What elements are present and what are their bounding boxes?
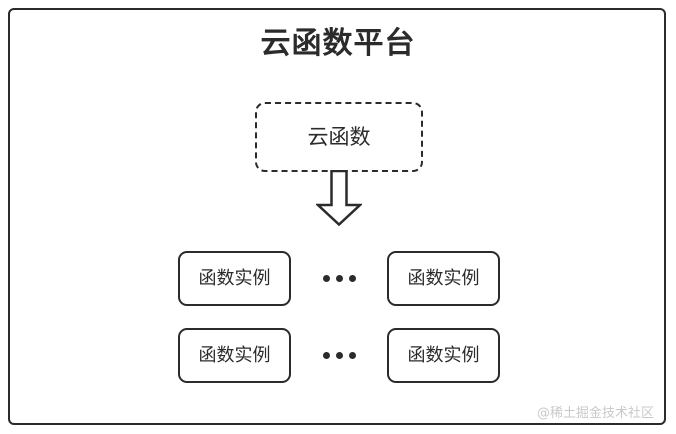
function-instance-label: 函数实例 <box>407 267 480 289</box>
watermark: @稀土掘金技术社区 <box>536 406 654 421</box>
function-instance-label: 函数实例 <box>407 344 480 366</box>
ellipsis-icon <box>322 275 356 282</box>
function-instance-box: 函数实例 <box>178 251 291 306</box>
page-title: 云函数平台 <box>260 26 416 61</box>
function-instance-label: 函数实例 <box>198 267 271 289</box>
function-instance-box: 函数实例 <box>387 328 500 383</box>
function-instance-box: 函数实例 <box>178 328 291 383</box>
function-instance-label: 函数实例 <box>198 344 271 366</box>
instance-row: 函数实例 函数实例 <box>178 251 500 306</box>
ellipsis-dot <box>322 352 330 359</box>
ellipsis-dot <box>335 275 343 282</box>
ellipsis-dot <box>335 352 343 359</box>
ellipsis-dot <box>348 352 356 359</box>
cloud-function-node: 云函数 <box>255 102 423 172</box>
ellipsis-dot <box>348 275 356 282</box>
function-instance-box: 函数实例 <box>387 251 500 306</box>
ellipsis-icon <box>322 352 356 359</box>
ellipsis-dot <box>322 275 330 282</box>
instance-row: 函数实例 函数实例 <box>178 328 500 383</box>
down-arrow-icon <box>316 170 362 226</box>
cloud-function-node-label: 云函数 <box>307 124 371 149</box>
